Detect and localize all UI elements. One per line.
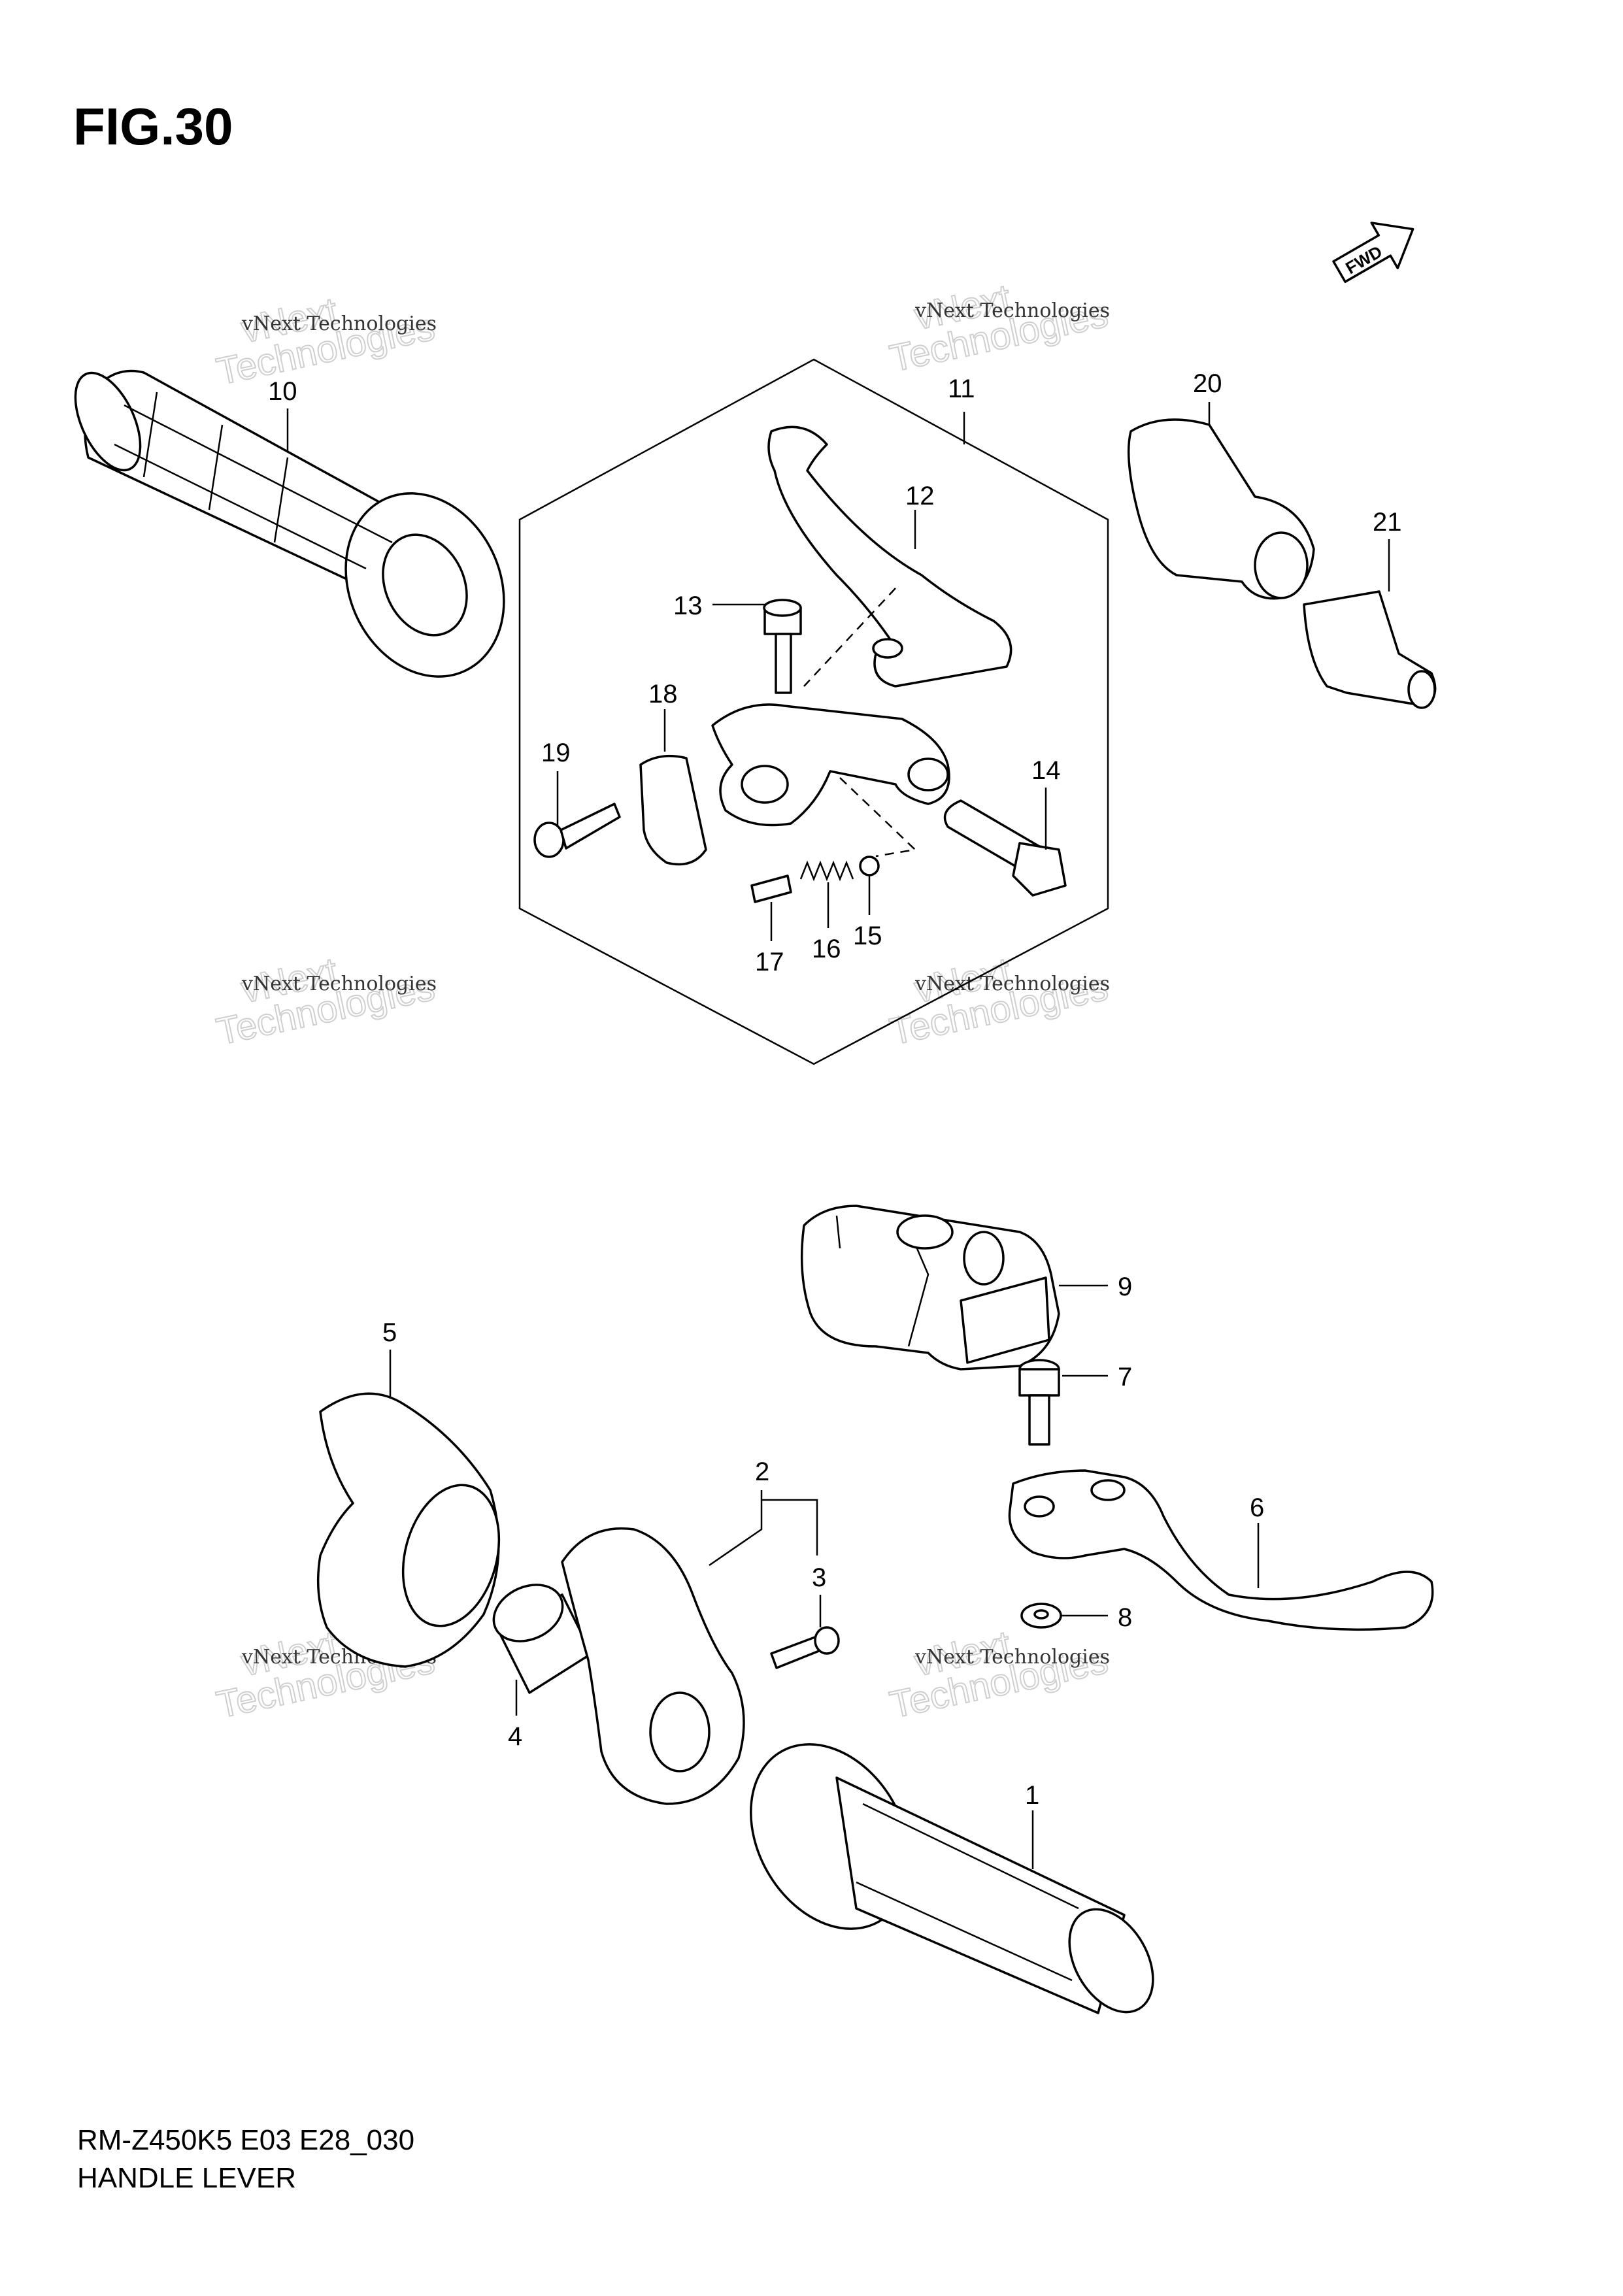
clutch-lever-part-icon <box>767 425 1012 688</box>
callout-16: 16 <box>812 935 841 963</box>
watermark: vNext Technologies vNext Technologies <box>212 289 439 394</box>
callout-15: 15 <box>853 922 882 950</box>
adjuster-14-part-icon <box>943 799 1067 897</box>
lever-holder-part-icon <box>639 703 950 866</box>
diagram-caption: HANDLE LEVER <box>77 2162 297 2194</box>
callout-11: 11 <box>948 374 975 403</box>
watermark-text: vNext Technologies <box>241 312 437 335</box>
callout-18: 18 <box>648 680 678 708</box>
clamp-bolt-part-icon <box>533 803 621 858</box>
lever-6-part-icon <box>1008 1469 1434 1631</box>
screw-3-part-icon <box>770 1626 840 1669</box>
callout-9: 9 <box>1118 1273 1132 1301</box>
callout-19: 19 <box>541 739 571 767</box>
callout-13: 13 <box>673 591 703 620</box>
watermark: vNext Technologies vNext Technologies <box>212 949 439 1054</box>
pin-part-icon <box>750 874 792 903</box>
collar-part-icon <box>492 1584 593 1694</box>
watermark-text: vNext Technologies <box>914 299 1110 322</box>
watermark-text: vNext Technologies <box>914 973 1110 995</box>
callout-21: 21 <box>1373 508 1402 537</box>
callout-7: 7 <box>1118 1363 1132 1391</box>
detent-ball-part-icon <box>859 856 880 876</box>
callout-3: 3 <box>812 1563 826 1592</box>
assembly-dashed-line <box>839 777 917 857</box>
callout-2: 2 <box>755 1457 769 1486</box>
callout-4: 4 <box>508 1722 522 1751</box>
watermark: vNext Technologies vNext Technologies <box>886 1622 1113 1727</box>
fwd-arrow-icon: FWD <box>1332 222 1414 283</box>
callout-10: 10 <box>268 377 297 406</box>
spring-part-icon <box>799 860 854 882</box>
figure-title: FIG.30 <box>73 97 233 156</box>
callout-6: 6 <box>1250 1493 1264 1522</box>
callout-labels: 10 11 12 13 18 19 14 15 16 17 20 21 9 7 … <box>268 369 1402 1810</box>
washer-part-icon <box>1020 1603 1062 1629</box>
switch-housing-part-icon <box>800 1205 1060 1371</box>
grip-right-part-icon <box>750 1743 1154 2014</box>
watermark-text: vNext Technologies <box>241 973 437 995</box>
assembly-hexagon-outline <box>518 358 1109 1065</box>
callout-8: 8 <box>1118 1603 1132 1632</box>
watermark-text: vNext Technologies <box>914 1646 1110 1669</box>
callout-17: 17 <box>755 948 784 976</box>
callout-12: 12 <box>905 482 935 510</box>
grip-left-part-icon <box>74 369 505 678</box>
callout-20: 20 <box>1193 369 1222 398</box>
bolt-13-part-icon <box>763 599 802 694</box>
callout-1: 1 <box>1025 1781 1039 1810</box>
watermark: vNext Technologies vNext Technologies <box>886 276 1113 381</box>
footer: RM-Z450K5 E03 E28_030 HANDLE LEVER <box>77 2121 414 2197</box>
callout-14: 14 <box>1031 756 1061 785</box>
throttle-housing-part-icon <box>561 1527 745 1805</box>
leader-lines <box>286 402 1390 1869</box>
pivot-bolt-part-icon <box>1018 1359 1060 1446</box>
throttle-cover-part-icon <box>316 1392 501 1668</box>
callout-5: 5 <box>382 1318 397 1347</box>
assembly-dashed-line <box>803 588 896 687</box>
adjuster-21-part-icon <box>1303 590 1437 709</box>
leader-2 <box>709 1490 818 1567</box>
watermark: vNext Technologies vNext Technologies <box>886 949 1113 1054</box>
model-code: RM-Z450K5 E03 E28_030 <box>77 2124 415 2156</box>
lever-cover-part-icon <box>1127 418 1315 600</box>
